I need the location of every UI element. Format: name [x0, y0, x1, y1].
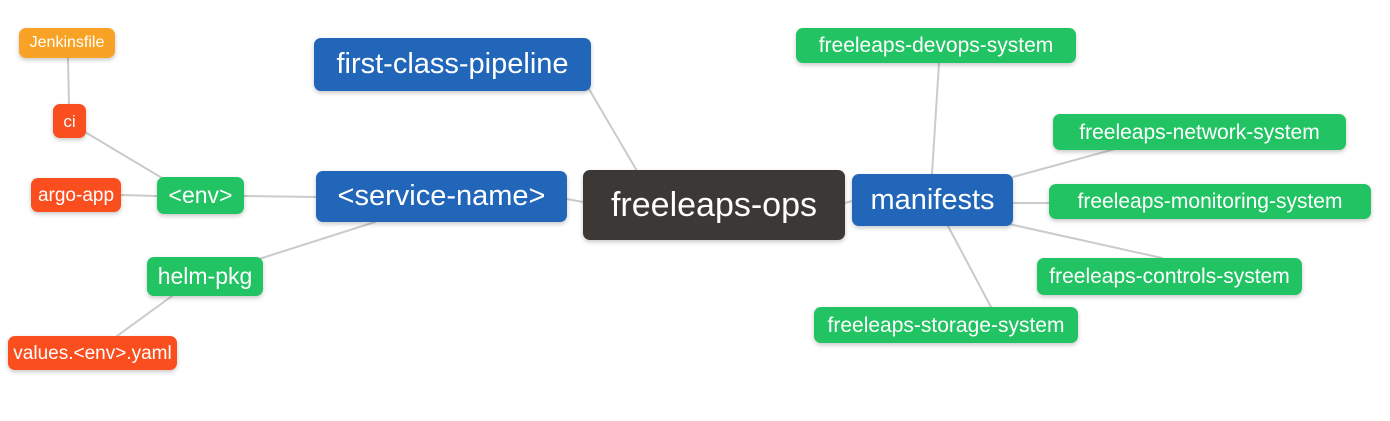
mindmap-node-service-name[interactable]: <service-name>: [316, 171, 567, 222]
edge-manifests-to-freeleaps-network-system: [1012, 148, 1116, 178]
edge-jenkinsfile-to-ci: [67, 57, 70, 105]
edge-freeleaps-devops-system-to-manifests: [931, 62, 940, 175]
mindmap-node-label: first-class-pipeline: [336, 48, 569, 80]
mindmap-node-first-class-pipeline[interactable]: first-class-pipeline: [314, 38, 591, 91]
mindmap-node-freeleaps-ops[interactable]: freeleaps-ops: [583, 170, 845, 240]
mindmap-node-label: freeleaps-monitoring-system: [1077, 190, 1343, 213]
mindmap-node-label: <env>: [168, 182, 233, 208]
edge-helm-pkg-to-values-env-yaml: [116, 295, 173, 337]
mindmap-node-jenkinsfile[interactable]: Jenkinsfile: [19, 28, 115, 58]
mindmap-node-label: freeleaps-network-system: [1079, 120, 1320, 144]
edge-manifests-to-freeleaps-controls-system: [1008, 223, 1163, 259]
edge-first-class-pipeline-to-freeleaps-ops: [588, 88, 638, 172]
mindmap-node-label: freeleaps-controls-system: [1049, 265, 1290, 288]
mindmap-node-label: manifests: [870, 183, 995, 216]
mindmap-node-ci[interactable]: ci: [53, 104, 86, 138]
mindmap-node-label: freeleaps-storage-system: [827, 313, 1065, 337]
mindmap-node-label: freeleaps-devops-system: [818, 34, 1054, 57]
mindmap-node-manifests[interactable]: manifests: [852, 174, 1013, 226]
mindmap-node-values-env-yaml[interactable]: values.<env>.yaml: [8, 336, 177, 370]
mindmap-node-label: ci: [63, 111, 76, 131]
mindmap-node-argo-app[interactable]: argo-app: [31, 178, 121, 212]
mindmap-node-helm-pkg[interactable]: helm-pkg: [147, 257, 263, 296]
mindmap-node-env[interactable]: <env>: [157, 177, 244, 214]
mindmap-node-freeleaps-controls-system[interactable]: freeleaps-controls-system: [1037, 258, 1302, 295]
mindmap-node-freeleaps-devops-system[interactable]: freeleaps-devops-system: [796, 28, 1076, 63]
edge-manifests-to-freeleaps-storage-system: [947, 225, 992, 308]
mindmap-node-label: Jenkinsfile: [29, 34, 105, 51]
mindmap-node-label: freeleaps-ops: [610, 186, 817, 224]
mindmap-node-freeleaps-storage-system[interactable]: freeleaps-storage-system: [814, 307, 1078, 343]
edge-ci-to-env: [84, 131, 163, 179]
mindmap-node-freeleaps-monitoring-system[interactable]: freeleaps-monitoring-system: [1049, 184, 1371, 219]
edge-freeleaps-ops-to-manifests: [844, 200, 853, 204]
mindmap-node-label: argo-app: [37, 184, 115, 206]
edge-env-to-service-name: [243, 195, 317, 198]
edge-service-name-to-helm-pkg: [258, 221, 376, 260]
mindmap-node-label: <service-name>: [337, 180, 546, 212]
mindmap-node-label: helm-pkg: [157, 263, 253, 289]
mindmap-node-label: values.<env>.yaml: [13, 342, 172, 364]
mindmap-node-freeleaps-network-system[interactable]: freeleaps-network-system: [1053, 114, 1346, 150]
edge-argo-app-to-env: [120, 194, 158, 197]
edge-service-name-to-freeleaps-ops: [566, 198, 584, 203]
